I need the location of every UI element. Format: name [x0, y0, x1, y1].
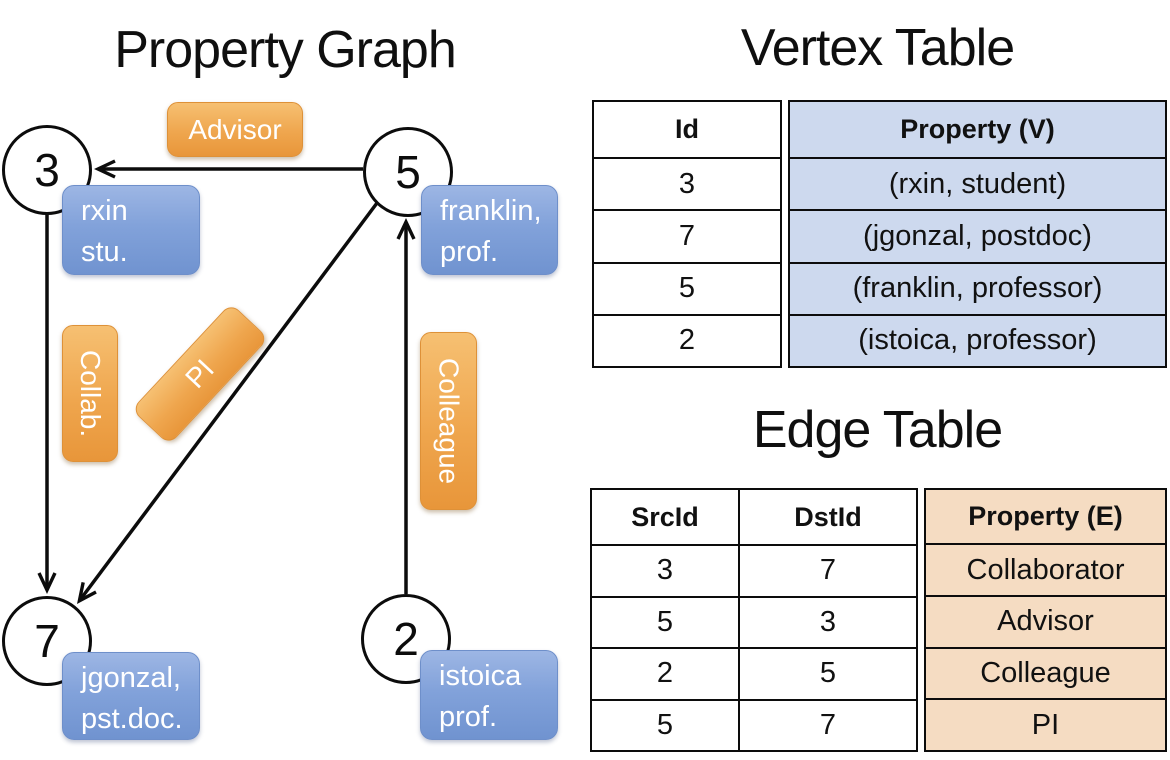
edge-table-row-property: Colleague	[926, 646, 1165, 699]
edge-table-property-column: Property (E) Collaborator Advisor Collea…	[924, 488, 1167, 752]
edge-table-row-dstid: 7	[740, 698, 916, 751]
edge-table-row-dstid: 7	[740, 544, 916, 596]
edge-arrow-5-to-7	[77, 201, 379, 604]
edge-table-row-property: PI	[926, 698, 1165, 750]
vertex-table-title: Vertex Table	[740, 19, 1015, 77]
vertex-table-row-property: (istoica, professor)	[790, 313, 1165, 366]
vertex-label-istoica-line2: prof.	[439, 701, 498, 733]
vertex-label-rxin-line2: stu.	[81, 236, 128, 268]
node-7-id: 7	[34, 615, 60, 667]
vertex-label-jgonzal-line1: jgonzal,	[81, 662, 181, 694]
vertex-table-row-property: (franklin, professor)	[790, 261, 1165, 314]
edge-table-row-srcid: 3	[592, 544, 740, 596]
edge-table-header-dstid: DstId	[794, 501, 862, 532]
vertex-table-row-property: (rxin, student)	[790, 157, 1165, 209]
edge-table-row-srcid: 5	[592, 698, 740, 750]
vertex-label-rxin: rxin stu.	[62, 185, 200, 275]
edge-table-row-property: Collaborator	[926, 543, 1165, 595]
vertex-label-franklin-line1: franklin,	[440, 195, 542, 227]
vertex-label-istoica: istoica prof.	[420, 650, 558, 740]
vertex-label-franklin-line2: prof.	[440, 236, 499, 268]
edge-table-title: Edge Table	[752, 401, 1003, 459]
edge-table-id-columns: SrcId DstId 3 7 5 3 2 5 5 7	[590, 488, 918, 752]
edge-label-collab: Collab.	[62, 325, 118, 462]
edge-label-colleague: Colleague	[420, 332, 477, 510]
edge-table-row-dstid: 3	[740, 595, 916, 648]
graph-node-5: 5	[363, 127, 453, 217]
vertex-label-franklin: franklin, prof.	[421, 185, 558, 275]
vertex-table-property-column: Property (V) (rxin, student) (jgonzal, p…	[788, 100, 1167, 368]
vertex-table-row-property: (jgonzal, postdoc)	[790, 209, 1165, 261]
property-graph-title: Property Graph	[114, 21, 457, 79]
vertex-label-jgonzal-line2: pst.doc.	[81, 703, 183, 735]
edge-table-header-property: Property (E)	[968, 501, 1123, 532]
edge-table-row-property: Advisor	[926, 594, 1165, 647]
vertex-table-id-column: Id 3 7 5 2	[592, 100, 782, 368]
node-5-id: 5	[395, 146, 421, 198]
vertex-table-row-id: 3	[594, 157, 780, 209]
edge-label-advisor: Advisor	[167, 102, 303, 157]
edge-table-row-srcid: 2	[592, 647, 740, 699]
graph-edges-canvas	[37, 159, 416, 604]
node-3-id: 3	[34, 144, 60, 196]
vertex-table-row-id: 2	[594, 313, 780, 366]
vertex-label-rxin-line1: rxin	[81, 195, 128, 227]
vertex-table-header-id: Id	[675, 114, 699, 145]
vertex-table-row-id: 7	[594, 209, 780, 261]
edge-table-row-srcid: 5	[592, 595, 740, 647]
vertex-label-jgonzal: jgonzal, pst.doc.	[62, 652, 200, 740]
vertex-table-row-id: 5	[594, 261, 780, 314]
edge-table-header-srcid: SrcId	[592, 490, 740, 544]
node-2-id: 2	[393, 613, 419, 665]
vertex-label-istoica-line1: istoica	[439, 660, 522, 692]
edge-table-row-dstid: 5	[740, 647, 916, 699]
vertex-table-header-property: Property (V)	[900, 114, 1055, 145]
graph-node-2: 2	[361, 594, 451, 684]
